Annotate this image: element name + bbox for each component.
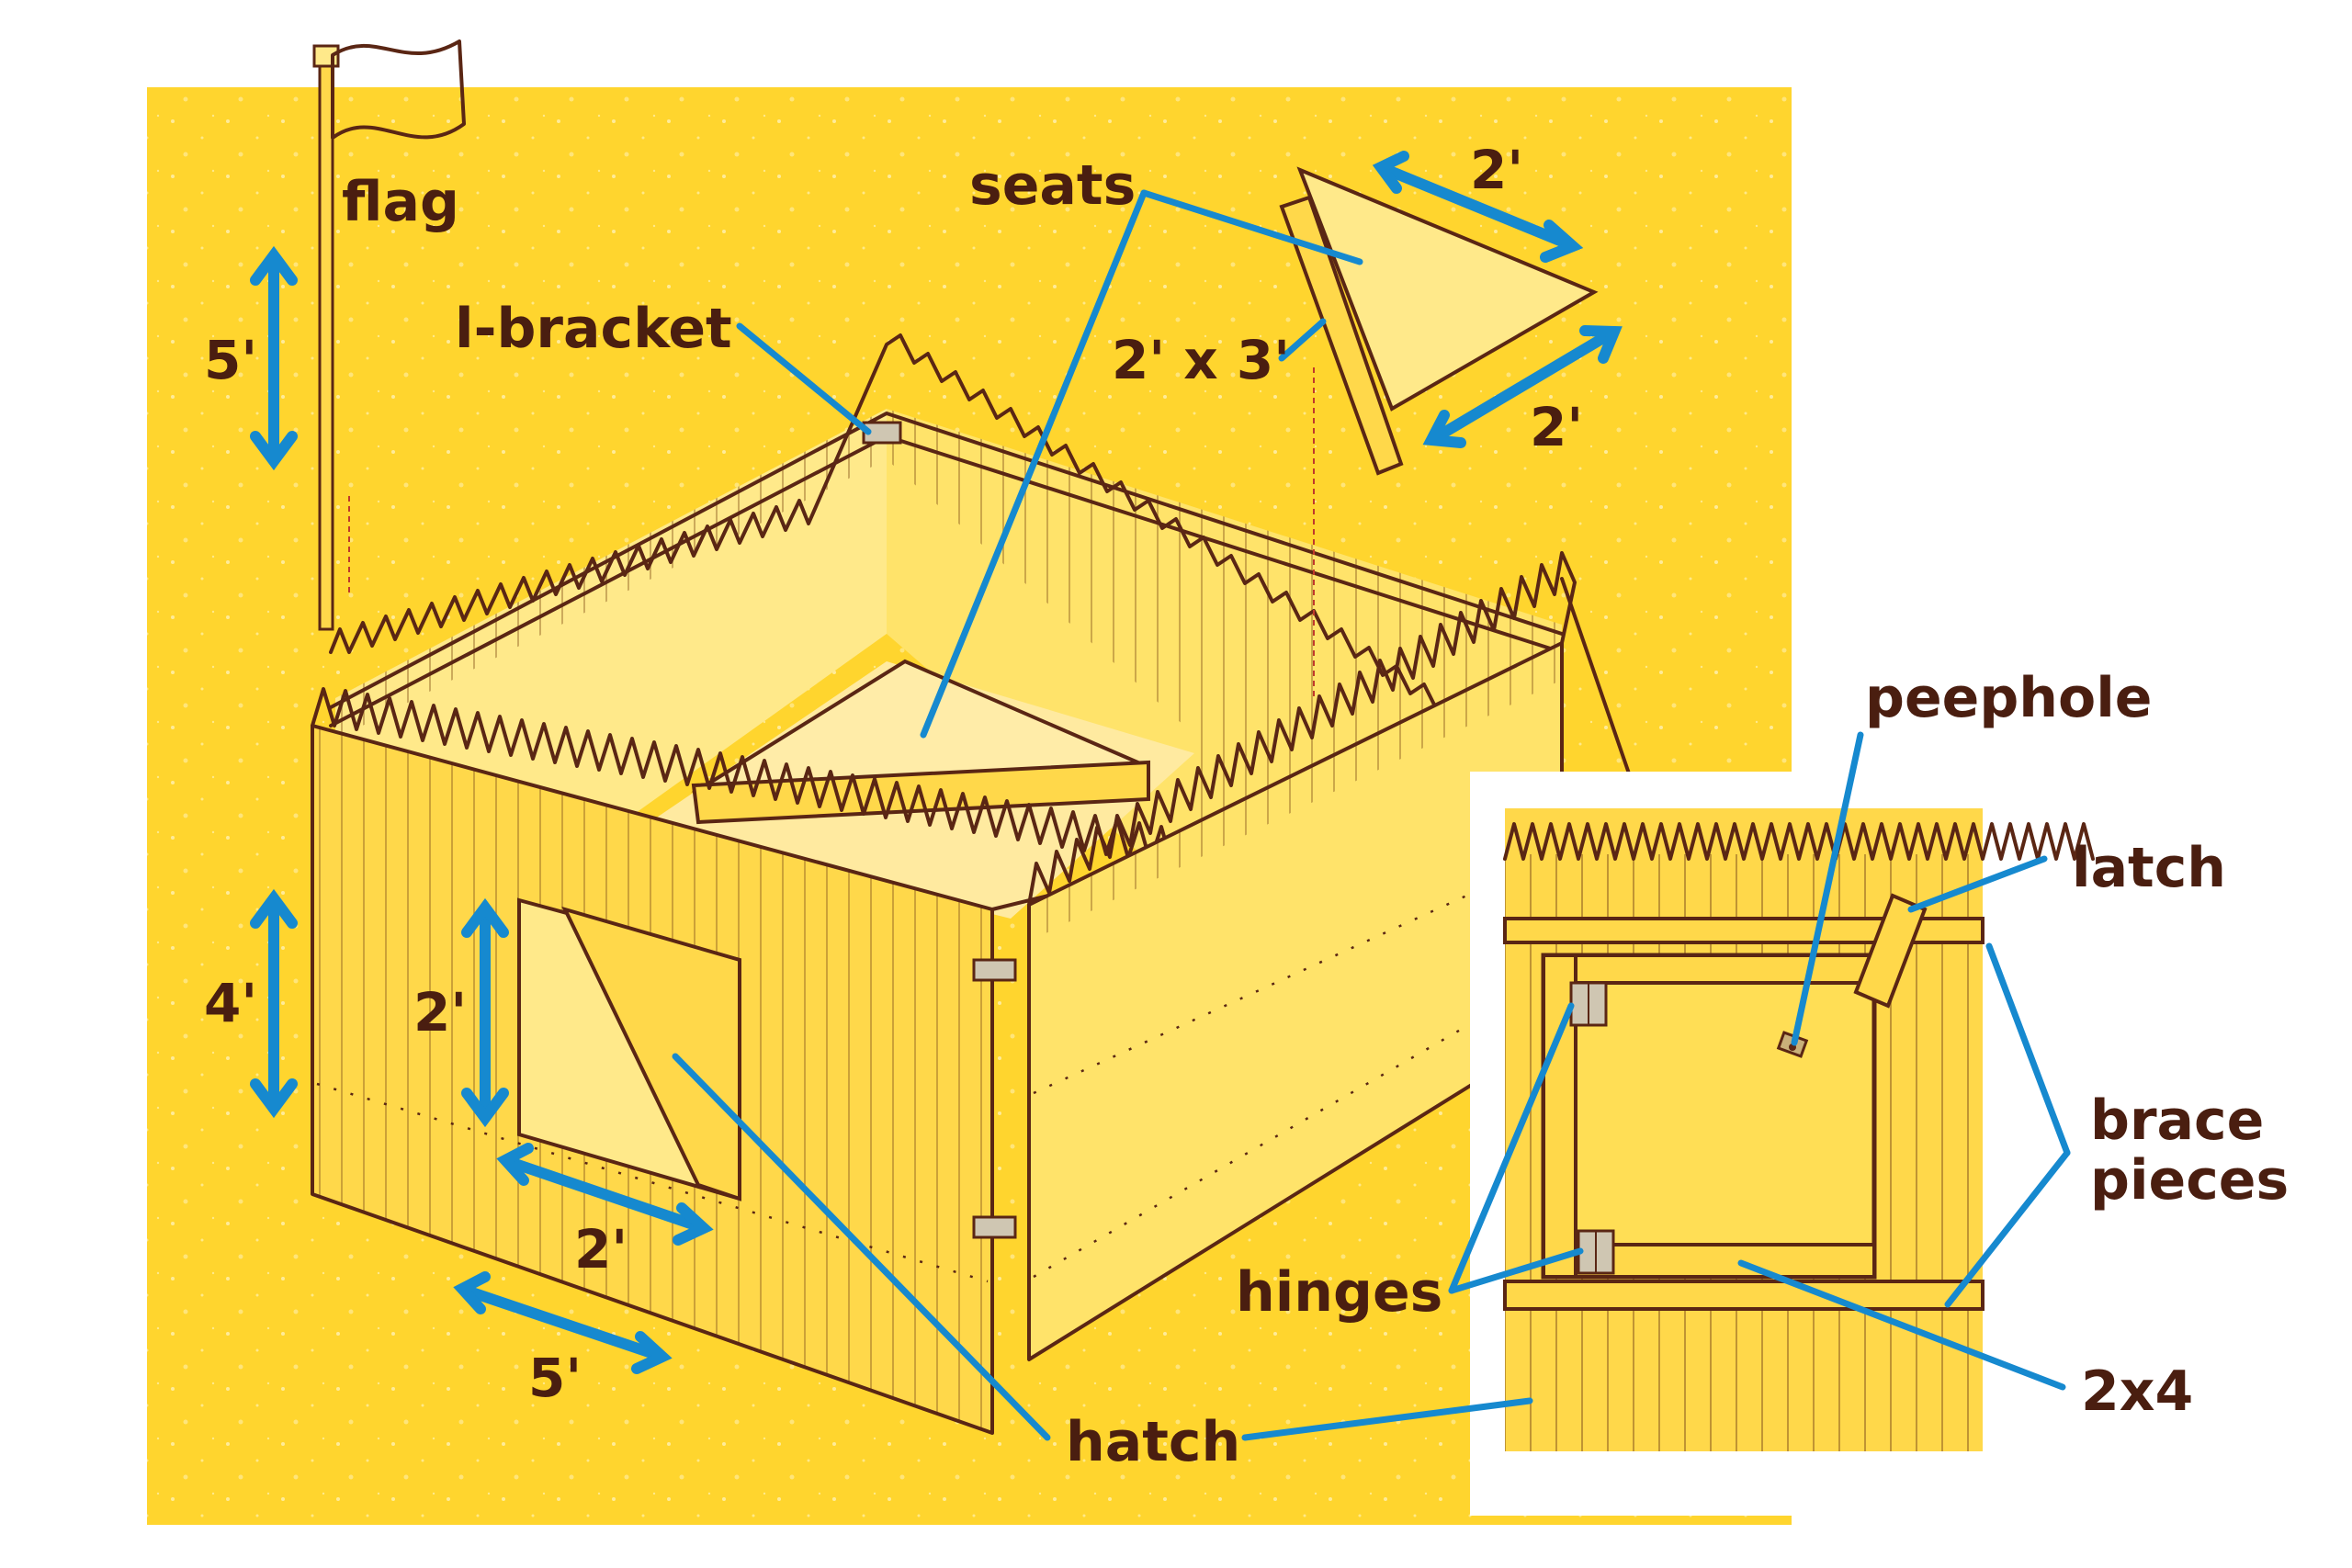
peephole-leader [1791, 731, 1864, 1046]
hatch-door [561, 906, 741, 1201]
dimension-arrows [250, 151, 1623, 1374]
flag-height-dim: 5' [204, 329, 257, 391]
fort-structure [311, 333, 1660, 1435]
wall-length-dim: 5' [528, 1347, 582, 1409]
door-top-board [1574, 953, 1876, 985]
arrow-icon [250, 245, 298, 471]
hinge-icon [972, 958, 1017, 982]
back-left-wall-pickets [335, 409, 887, 739]
l-bracket-leader [736, 322, 872, 435]
peephole-label: peephole [1865, 666, 2152, 730]
inset-door-detail [1470, 772, 2095, 1516]
arrow-icon [461, 897, 509, 1128]
arrow-icon [453, 1271, 673, 1374]
hatch-height-dim: 2' [413, 981, 467, 1043]
l-bracket-icon [862, 421, 902, 445]
leader-lines [672, 189, 2071, 1441]
l-bracket-label: l-bracket [455, 297, 732, 361]
latch-label: latch [2072, 836, 2226, 900]
hatch-leader-inset [1241, 1397, 1533, 1441]
front-left-picket-tips [311, 687, 1174, 911]
arrow-icon [250, 888, 298, 1119]
hinges-label: hinges [1236, 1260, 1442, 1325]
latch-icon [1853, 893, 1928, 1009]
flag-label: flag [342, 170, 459, 234]
hatch-width-dim: 2' [574, 1218, 628, 1280]
2x4-label: 2x4 [2081, 1359, 2193, 1424]
arrow-icon [1422, 325, 1623, 448]
hinge-icon [972, 1215, 1017, 1239]
seats-leader-2 [1140, 189, 1363, 265]
seat-exploded [1279, 166, 1599, 476]
arrow-icon [496, 1143, 714, 1246]
hatch-leader-main [672, 1053, 1051, 1441]
hinges-leader-top [1448, 1002, 1575, 1294]
seat-edge-bottom-dim: 2' [1530, 396, 1583, 458]
front-right-picket-tips [1027, 551, 1577, 907]
hinge-icon [1577, 1229, 1615, 1275]
2x4-leader [1737, 1259, 2066, 1391]
bottom-brace-piece [1503, 1280, 1984, 1311]
arrow-icon [1372, 151, 1584, 263]
seat-board-dim: 2' x 3' [1112, 329, 1290, 391]
hinges-leader-bottom [1448, 1247, 1584, 1294]
front-wall-bolt-line [316, 1082, 989, 1283]
inset-picket-tips [1503, 822, 2095, 861]
wall-height-dim: 4' [204, 972, 257, 1034]
brace-leader-top [1985, 942, 2071, 1156]
door-2x4-board [1574, 1243, 1876, 1279]
hinge-icon [1569, 981, 1608, 1027]
front-right-wall [1029, 643, 1562, 1359]
seat-edge-top-dim: 2' [1470, 139, 1523, 201]
seat-board-leader [1278, 318, 1327, 362]
seats-label: seats [969, 153, 1136, 218]
labels: flag seats l-bracket peephole latch brac… [204, 139, 2289, 1474]
brace-leader-bottom [1944, 1149, 2071, 1308]
flag-icon [312, 39, 466, 631]
brace-label-line1: brace [2090, 1089, 2264, 1153]
back-top-rail [329, 412, 1564, 709]
front-right-wall-pickets [1029, 643, 1562, 942]
hatch-label: hatch [1066, 1410, 1240, 1474]
brace-label-line2: pieces [2090, 1148, 2289, 1213]
seats-leader [920, 189, 1148, 739]
front-left-wall-outline [311, 724, 994, 1435]
latch-leader [1907, 855, 2048, 913]
